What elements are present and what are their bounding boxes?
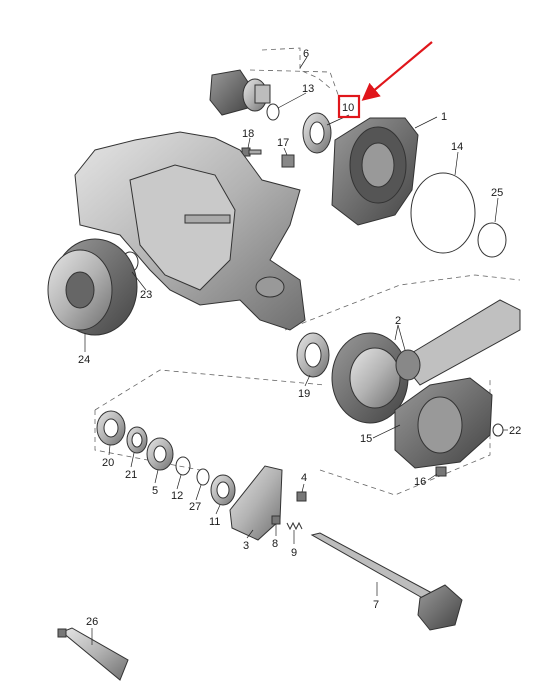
callout-7: 7 (373, 599, 379, 611)
plug-part-16 (435, 466, 447, 477)
bolt-part-18 (241, 147, 262, 157)
ring-gear-part-2 (331, 299, 521, 424)
gearbox-housing (74, 131, 306, 331)
bolt-part-4 (296, 491, 307, 502)
highlight-arrow (361, 41, 433, 101)
flange-assembly-part-24 (47, 238, 138, 336)
callout-22: 22 (509, 425, 521, 437)
housing-cover-part-1 (331, 117, 419, 226)
callout-6: 6 (303, 48, 309, 60)
callout-3: 3 (243, 540, 249, 552)
output-flange-part-6 (209, 69, 271, 116)
callout-11: 11 (209, 516, 220, 528)
bearing-part-5 (146, 437, 174, 471)
cover-part-15 (394, 377, 493, 469)
callout-2: 2 (395, 315, 401, 327)
grease-tube-part-26 (57, 627, 129, 681)
callout-26: 26 (86, 616, 98, 628)
bearing-part-11 (210, 474, 236, 506)
callout-16: 16 (414, 476, 426, 488)
seal-part-10 (302, 112, 332, 154)
drive-shaft-part-7 (310, 532, 463, 631)
leader-lines (84, 56, 508, 645)
callout-15: 15 (360, 433, 372, 445)
callout-labels: 1 2 3 4 5 6 7 8 9 10 11 12 13 14 15 16 1… (78, 48, 521, 628)
callout-20: 20 (102, 457, 114, 469)
bearing-part-20 (96, 410, 126, 446)
callout-5: 5 (152, 485, 158, 497)
callout-17: 17 (277, 137, 289, 149)
callout-10: 10 (342, 102, 354, 114)
group-outline-top (261, 47, 331, 89)
callout-1: 1 (441, 111, 447, 123)
callout-4: 4 (301, 472, 307, 484)
callout-23: 23 (140, 289, 152, 301)
ring-part-27 (196, 468, 210, 486)
group-outline-lower (94, 369, 326, 411)
callout-13: 13 (302, 83, 314, 95)
callout-8: 8 (272, 538, 278, 550)
highlight-box (337, 94, 361, 119)
shim-part-12 (175, 456, 191, 476)
spring-part-9 (286, 521, 303, 531)
o-ring-part-22 (492, 423, 504, 437)
ring-part-21 (126, 426, 148, 454)
callout-12: 12 (171, 490, 183, 502)
callout-24: 24 (78, 354, 90, 366)
callout-25: 25 (491, 187, 503, 199)
bracket-part-3 (229, 465, 283, 541)
plug-part-17 (281, 154, 295, 168)
callout-9: 9 (291, 547, 297, 559)
callout-14: 14 (451, 141, 463, 153)
seal-part-19 (296, 332, 330, 378)
callout-19: 19 (298, 388, 310, 400)
o-ring-part-25 (477, 222, 507, 258)
callout-21: 21 (125, 469, 137, 481)
plug-part-8 (271, 515, 281, 525)
callout-27: 27 (189, 501, 201, 513)
callout-18: 18 (242, 128, 254, 140)
group-outline-top-2 (249, 69, 341, 101)
circlip-part-13 (266, 103, 280, 121)
o-ring-part-14 (410, 172, 476, 254)
